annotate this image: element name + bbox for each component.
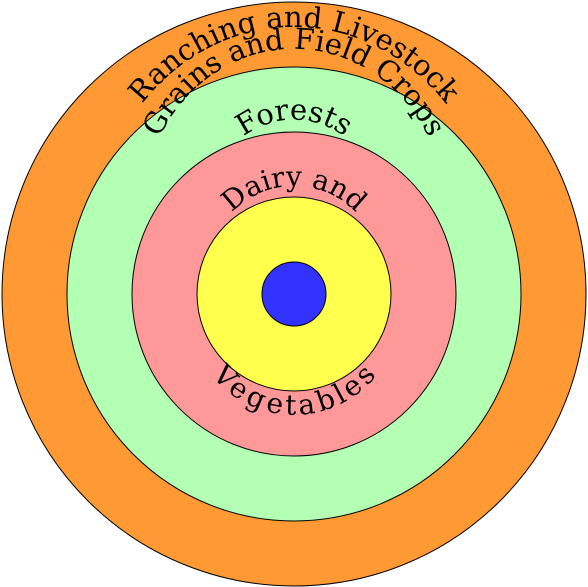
center-city: [261, 261, 327, 327]
